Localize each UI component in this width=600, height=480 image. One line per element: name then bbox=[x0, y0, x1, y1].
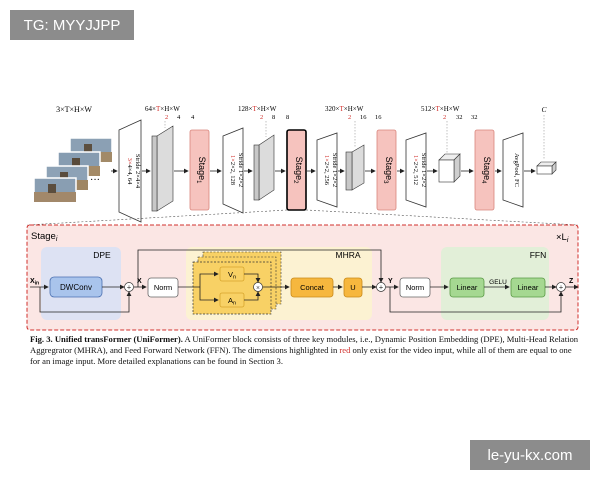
svg-text:Stage1: Stage1 bbox=[195, 157, 207, 185]
dwconv-label: DWConv bbox=[60, 283, 92, 292]
u-box bbox=[343, 277, 363, 298]
conv-embed-3: 1×2×2, 256 Stride 1×2×2 bbox=[316, 132, 338, 208]
dim-fraction-1: 2 4 4 bbox=[165, 114, 195, 121]
caption-text-1: A UniFormer block consists of three key … bbox=[30, 334, 579, 356]
dpe-title: DPE bbox=[93, 250, 111, 260]
repeat-label: ×Li bbox=[556, 232, 569, 244]
svg-text:16: 16 bbox=[375, 114, 382, 121]
svg-text:2: 2 bbox=[260, 114, 263, 121]
svg-text:Stride 1×2×2: Stride 1×2×2 bbox=[331, 153, 338, 187]
z-label: Z bbox=[569, 278, 574, 285]
norm-1-label: Norm bbox=[154, 283, 172, 292]
stage-1-box: Stage1 bbox=[189, 129, 210, 211]
watermark-bottom-right: le-yu-kx.com bbox=[470, 440, 590, 470]
block-flow-lines bbox=[30, 249, 579, 313]
head-avgpool-fc: AvgPool, FC bbox=[502, 132, 524, 208]
output-vector bbox=[536, 161, 557, 175]
svg-text:Stride 1×2×2: Stride 1×2×2 bbox=[237, 153, 244, 187]
conv1-stride: Stride 2×4×4 bbox=[134, 154, 141, 189]
unifromer-diagram: 3×T×H×W ··· 3×4×4, 64 Stride 2×4×4 bbox=[26, 105, 579, 331]
vn-label: Vn bbox=[228, 270, 236, 281]
ellipsis-label: ··· bbox=[90, 175, 100, 186]
gelu-label: GELU bbox=[489, 279, 507, 286]
ffn-title: FFN bbox=[530, 250, 547, 260]
svg-text:1×2×2, 256: 1×2×2, 256 bbox=[323, 155, 330, 186]
svg-text:2: 2 bbox=[443, 114, 446, 121]
watermark-top-left: TG: MYYJJPP bbox=[10, 10, 134, 40]
norm-2-label: Norm bbox=[406, 283, 424, 292]
caption-text-2: only exist for the video input, while al… bbox=[30, 345, 572, 367]
u-label: U bbox=[350, 283, 355, 292]
stage-3-box: Stage3 bbox=[376, 129, 397, 211]
linear-2-label: Linear bbox=[518, 283, 539, 292]
conv-embed-4: 1×2×2, 512 Stride 1×2×2 bbox=[405, 132, 427, 208]
svg-text:2: 2 bbox=[165, 114, 168, 121]
multiply-symbol: × bbox=[256, 284, 260, 292]
linear-1-box bbox=[449, 277, 485, 298]
svg-text:16: 16 bbox=[360, 114, 367, 121]
y-label: Y bbox=[388, 278, 393, 285]
ffn-module bbox=[441, 247, 549, 320]
conv-embed-1: 3×4×4, 64 Stride 2×4×4 bbox=[118, 119, 142, 223]
dim-fraction-3: 2 16 16 bbox=[348, 114, 382, 121]
svg-text:32: 32 bbox=[471, 114, 478, 121]
svg-text:1×2×2, 128: 1×2×2, 128 bbox=[229, 155, 236, 185]
svg-text:Stage4: Stage4 bbox=[480, 157, 492, 185]
x-in-label: Xin bbox=[30, 278, 39, 287]
an-label: An bbox=[228, 296, 236, 307]
svg-text:3×4×4, 64: 3×4×4, 64 bbox=[126, 158, 133, 186]
dim-label-2: 128×T×H×W bbox=[238, 105, 277, 113]
input-video-frames bbox=[33, 137, 113, 203]
svg-text:4: 4 bbox=[191, 114, 195, 121]
dim-label-1: 64×T×H×W bbox=[145, 105, 180, 113]
feature-map-1 bbox=[151, 125, 174, 212]
caption-title: Unified transFormer (UniFormer). bbox=[54, 334, 183, 344]
concat-box bbox=[290, 277, 334, 298]
linear-1-label: Linear bbox=[457, 283, 478, 292]
svg-text:1×2×2, 512: 1×2×2, 512 bbox=[412, 155, 419, 185]
svg-text:Stage2: Stage2 bbox=[292, 157, 304, 185]
svg-text:+: + bbox=[559, 283, 564, 292]
svg-text:8: 8 bbox=[286, 114, 289, 121]
linear-2-box bbox=[510, 277, 546, 298]
feature-map-2 bbox=[253, 134, 275, 201]
caption-red-word: red bbox=[339, 345, 351, 356]
dim-fraction-2: 2 8 8 bbox=[260, 114, 289, 121]
output-dim-label: C bbox=[541, 105, 547, 114]
norm-1-box bbox=[147, 277, 179, 298]
x-label: X bbox=[137, 278, 142, 285]
conv-embed-2: 1×2×2, 128 Stride 1×2×2 bbox=[222, 127, 244, 214]
feature-map-3 bbox=[345, 144, 365, 191]
figure-caption: Fig. 3. Unified transFormer (UniFormer).… bbox=[30, 334, 582, 368]
stage-2-box: Stage2 bbox=[286, 129, 307, 211]
svg-text:32: 32 bbox=[456, 114, 463, 121]
svg-text:2: 2 bbox=[348, 114, 351, 121]
dim-label-4: 512×T×H×W bbox=[421, 105, 460, 113]
svg-text:4: 4 bbox=[177, 114, 181, 121]
mhra-title: MHRA bbox=[335, 250, 360, 260]
add-node-1: + bbox=[124, 282, 134, 292]
video-frame-4 bbox=[33, 177, 77, 203]
svg-text:AvgPool, FC: AvgPool, FC bbox=[513, 153, 520, 187]
svg-text:Stage3: Stage3 bbox=[382, 157, 394, 185]
conv1-kernel-red: 3× bbox=[126, 158, 133, 165]
add-node-2: + bbox=[376, 282, 386, 292]
svg-text:8: 8 bbox=[272, 114, 275, 121]
zoom-lines bbox=[26, 209, 579, 226]
dim-label-3: 320×T×H×W bbox=[325, 105, 364, 113]
dim-fraction-4: 2 32 32 bbox=[443, 114, 478, 121]
norm-2-box bbox=[399, 277, 431, 298]
caption-fig-number: Fig. 3. bbox=[30, 334, 53, 344]
svg-text:+: + bbox=[127, 283, 132, 292]
concat-label: Concat bbox=[300, 283, 325, 292]
svg-text:+: + bbox=[379, 283, 384, 292]
input-dim-label: 3×T×H×W bbox=[56, 105, 92, 114]
dim-connectors bbox=[164, 115, 545, 160]
stage-i-label: Stagei bbox=[31, 231, 58, 243]
conv1-kernel: 4×4, 64 bbox=[126, 165, 133, 186]
feature-map-4 bbox=[438, 153, 461, 183]
add-node-3: + bbox=[556, 282, 566, 292]
svg-text:Stride 1×2×2: Stride 1×2×2 bbox=[420, 153, 427, 187]
stage-4-box: Stage4 bbox=[474, 129, 495, 211]
